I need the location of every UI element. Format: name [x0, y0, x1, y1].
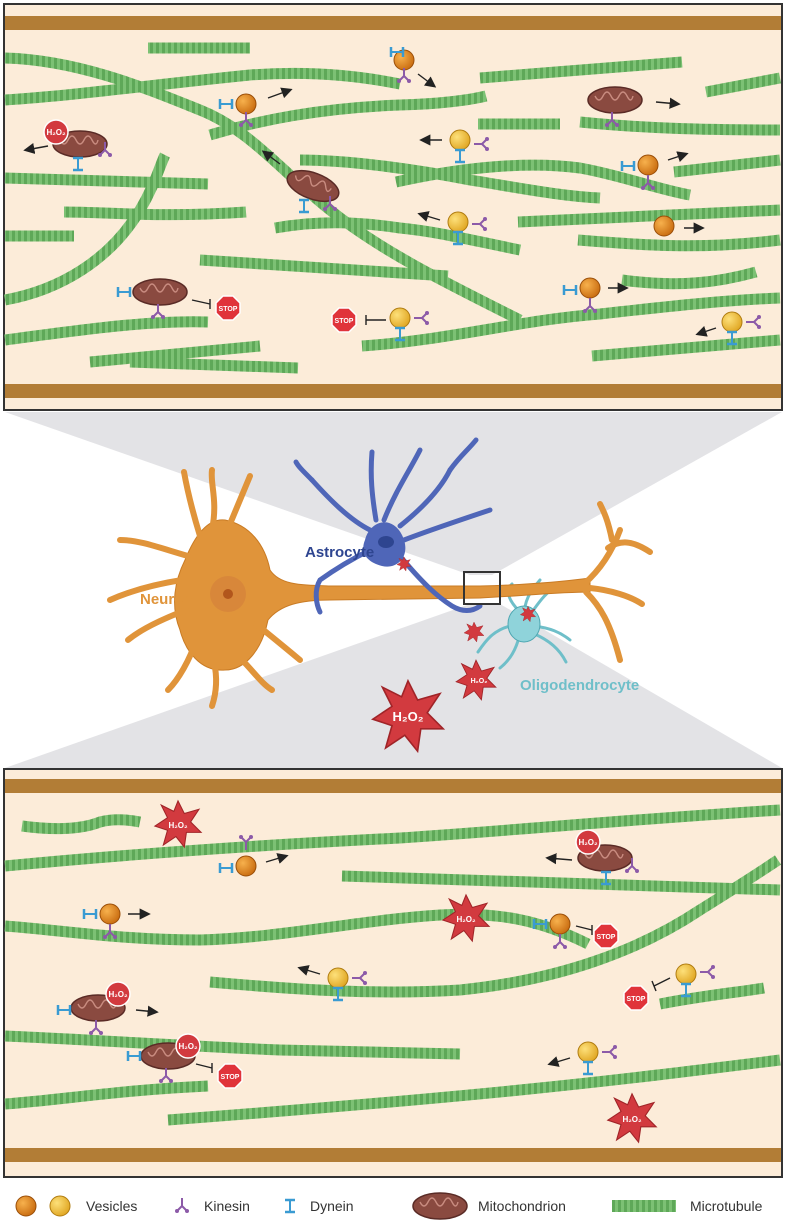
bottom-membrane-lower — [5, 1148, 781, 1162]
bottom-stop-label-2: STOP — [627, 996, 646, 1003]
bottom-stop-label-1: STOP — [597, 934, 616, 941]
legend-kinesin-icon — [174, 1197, 190, 1214]
zoom-funnel-bottom — [5, 604, 782, 768]
bottom-h2o2-burst-label-2: H₂O₂ — [456, 915, 476, 924]
top-vesicle-3 — [449, 129, 471, 151]
oligodendrocyte-label: Oligodendrocyte — [520, 677, 639, 694]
legend-mitochondrion: Mitochondrion — [478, 1198, 566, 1214]
bottom-vesicle-6 — [577, 1041, 599, 1063]
h2o2-medium-label: H₂O₂ — [471, 678, 488, 685]
bottom-h2o2-badge-3: H₂O₂ — [178, 1042, 198, 1051]
oligodendrocyte-body — [507, 605, 541, 643]
legend-vesicle-orange — [15, 1195, 37, 1217]
cells-illustration: H₂O₂ H₂O₂ Neuron Astrocyte Oligodendrocy… — [107, 437, 653, 753]
top-vesicle-4 — [637, 154, 659, 176]
legend-mito-icon — [412, 1192, 468, 1220]
legend-kinesin: Kinesin — [204, 1198, 250, 1214]
bottom-h2o2-badge-2: H₂O₂ — [108, 990, 128, 999]
h2o2-large-label: H₂O₂ — [392, 709, 423, 724]
legend-microtubule-icon — [612, 1200, 676, 1212]
top-mito-3 — [587, 86, 643, 114]
legend-microtubule: Microtubule — [690, 1198, 763, 1214]
legend-vesicles: Vesicles — [86, 1198, 137, 1214]
bottom-vesicle-1 — [235, 855, 257, 877]
bottom-motion-arrows — [128, 853, 573, 1067]
bottom-vesicle-5 — [675, 963, 697, 985]
top-vesicle-6 — [653, 215, 675, 237]
top-stop-label-1: STOP — [219, 306, 238, 313]
top-vesicle-9 — [721, 311, 743, 333]
top-h2o2-badge — [43, 119, 69, 145]
top-microtubules — [4, 42, 782, 374]
legend-dynein-icon — [283, 1198, 297, 1214]
bottom-microtubules — [4, 804, 782, 1126]
top-vesicle-2 — [235, 93, 257, 115]
neuron-label: Neuron — [140, 591, 193, 608]
legend-dynein: Dynein — [310, 1198, 354, 1214]
top-h2o2-label: H₂O₂ — [46, 128, 66, 137]
bottom-membrane-upper — [5, 779, 781, 793]
top-mito-4 — [132, 278, 188, 306]
top-axon-panel: STOP STOP H₂O₂ — [3, 3, 783, 411]
bottom-axon-panel: STOP STOP STOP H₂O₂ H₂O₂ H₂O₂ H₂O₂ H₂O₂ … — [3, 768, 783, 1178]
bottom-h2o2-badge-1: H₂O₂ — [578, 838, 598, 847]
bottom-vesicle-4 — [327, 967, 349, 989]
zoom-square — [463, 571, 501, 605]
bottom-vesicle-3 — [549, 913, 571, 935]
top-vesicle-7 — [579, 277, 601, 299]
top-membrane-lower — [5, 384, 781, 398]
legend-vesicle-yellow — [49, 1195, 71, 1217]
top-vesicle-8 — [389, 307, 411, 329]
top-vesicle-5 — [447, 211, 469, 233]
bottom-h2o2-burst-label-1: H₂O₂ — [168, 821, 188, 830]
top-inhibit-lines — [191, 299, 386, 325]
neuron — [107, 467, 653, 709]
bottom-h2o2-burst-label-3: H₂O₂ — [622, 1115, 642, 1124]
bottom-vesicle-2 — [99, 903, 121, 925]
top-stop-label-2: STOP — [335, 318, 354, 325]
astrocyte-label: Astrocyte — [305, 544, 374, 561]
top-motion-arrows — [23, 73, 717, 337]
legend: Vesicles Kinesin Dynein Mitochondrion Mi… — [15, 1192, 763, 1220]
bottom-inhibit-lines — [195, 925, 671, 1073]
top-membrane-upper — [5, 16, 781, 30]
astrocyte — [293, 437, 493, 615]
bottom-stop-label-3: STOP — [221, 1074, 240, 1081]
